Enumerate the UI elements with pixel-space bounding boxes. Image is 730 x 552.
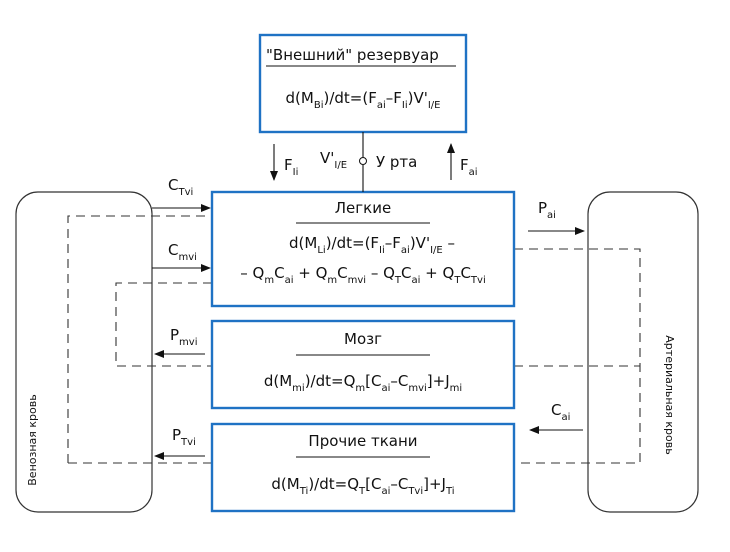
p-tvi-label: PTvi <box>172 426 196 448</box>
lungs-title: Легкие <box>335 199 391 217</box>
c-mvi-label: Cmvi <box>168 241 197 263</box>
p-mvi-label: Pmvi <box>170 326 197 348</box>
lungs-equation-line2: – QmCai + QmCmvi – QTCai + QTCTvi <box>240 264 485 286</box>
lungs-equation-line1: d(MLi)/dt=(FIi–Fai)V'I/E – <box>289 234 455 256</box>
flow-out-label: Fai <box>460 156 478 178</box>
at-mouth-label: У рта <box>376 153 417 171</box>
lungs-box: Легкие d(MLi)/dt=(FIi–Fai)V'I/E – – QmCa… <box>210 190 516 308</box>
c-tvi-label: CTvi <box>168 176 193 198</box>
other-tissues-box: Прочие ткани d(MTi)/dt=QT[Cai–CTvi]+JTi <box>210 422 516 513</box>
brain-box: Мозг d(Mmi)/dt=Qm[Cai–Cmvi]+Jmi <box>210 319 516 410</box>
external-reservoir-box: "Внешний" резервуар d(MBi)/dt=(Fai–FIi)V… <box>258 33 468 134</box>
circulation-dashed-lines <box>67 215 641 464</box>
reservoir-equation: d(MBi)/dt=(Fai–FIi)V'I/E <box>286 89 441 111</box>
brain-equation: d(Mmi)/dt=Qm[Cai–Cmvi]+Jmi <box>264 372 462 394</box>
venous-blood-label: Венозная кровь <box>26 394 39 485</box>
tissues-title: Прочие ткани <box>308 432 417 450</box>
arterial-blood-label: Артериальная кровь <box>663 335 676 454</box>
brain-title: Мозг <box>344 330 382 348</box>
ventilation-label: V'I/E <box>320 149 347 171</box>
reservoir-title: "Внешний" резервуар <box>266 46 439 64</box>
flow-in-label: FIi <box>284 156 298 178</box>
c-ai-label: Cai <box>551 401 570 423</box>
tissues-equation: d(MTi)/dt=QT[Cai–CTvi]+JTi <box>271 475 454 497</box>
venous-blood-pool <box>15 191 153 513</box>
arterial-blood-pool <box>587 191 699 513</box>
p-ai-label: Pai <box>538 199 556 221</box>
mouth-connection <box>359 132 367 192</box>
